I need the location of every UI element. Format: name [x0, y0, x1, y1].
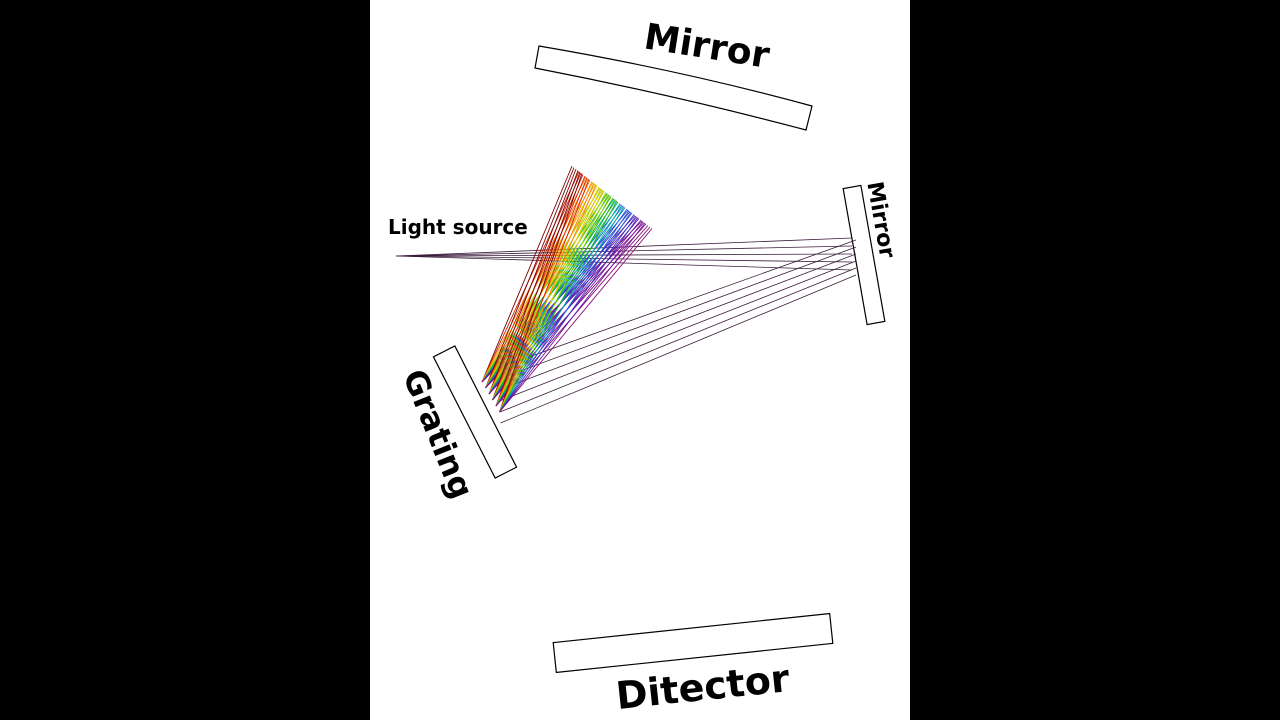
- spectrum-ray: [495, 171, 581, 407]
- collimated-rays: [497, 239, 857, 424]
- right-black-bar: [910, 0, 1280, 720]
- grating: [432, 345, 518, 479]
- spectrum-ray: [499, 228, 653, 413]
- collimated-ray: [499, 260, 857, 402]
- collimated-ray: [500, 274, 857, 424]
- side-mirror: [842, 184, 886, 326]
- spectrum-ray: [499, 211, 632, 413]
- spectrum-ray: [499, 217, 639, 413]
- incident-ray: [395, 237, 853, 257]
- dispersed-spectrum-rays: [481, 165, 653, 413]
- collimated-ray: [498, 253, 857, 391]
- spectrum-ray: [499, 222, 646, 413]
- spectrum-ray: [492, 170, 579, 401]
- collimated-ray: [498, 246, 857, 380]
- incident-ray: [395, 253, 853, 257]
- detector: [552, 612, 834, 674]
- spectrum-ray: [499, 195, 611, 413]
- spectrum-ray: [499, 178, 590, 413]
- incident-ray: [395, 255, 853, 263]
- spectrum-ray: [499, 173, 583, 413]
- spectrum-ray: [485, 167, 575, 389]
- left-black-bar: [0, 0, 370, 720]
- top-mirror: [534, 45, 813, 131]
- spectrum-ray: [488, 168, 577, 395]
- collimated-ray: [499, 267, 857, 413]
- incident-rays: [395, 237, 853, 271]
- collimated-ray: [497, 239, 857, 369]
- spectrum-ray: [499, 206, 625, 413]
- spectrum-ray: [499, 189, 604, 413]
- spectrum-ray: [499, 184, 597, 413]
- spectrum-ray: [499, 200, 618, 413]
- incident-ray: [395, 255, 853, 271]
- spectrum-ray: [481, 165, 573, 383]
- light-source-label: Light source: [388, 215, 528, 239]
